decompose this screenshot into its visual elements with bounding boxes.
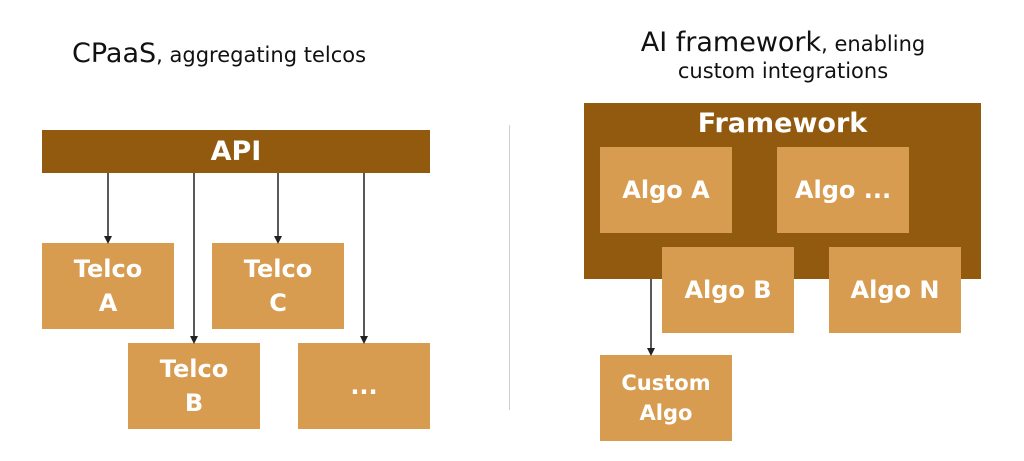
api-label: API — [210, 136, 262, 167]
telco-c-line1: Telco — [243, 255, 313, 283]
cpaas-title-main: CPaaS — [72, 38, 157, 69]
telco-c-line2: C — [269, 289, 287, 317]
algo-n-label: Algo N — [850, 276, 940, 304]
custom-algo-box: Custom Algo — [600, 355, 732, 441]
algo-b-label: Algo B — [684, 276, 772, 304]
telco-a-line2: A — [98, 289, 118, 317]
telco-b-line2: B — [184, 389, 204, 417]
algo-a-label: Algo A — [622, 176, 710, 204]
ai-framework-title-line2: custom integrations — [677, 59, 889, 83]
algo-ellipsis-box: Algo ... — [777, 147, 909, 233]
algo-b-box: Algo B — [662, 247, 794, 333]
custom-algo-line2: Algo — [639, 401, 693, 425]
more-telcos-box: ... — [298, 343, 430, 429]
telco-b-line1: Telco — [159, 355, 229, 383]
cpaas-title: CPaaS, aggregating telcos — [72, 40, 366, 69]
custom-algo-line1: Custom — [621, 371, 711, 395]
ai-framework-title-main: AI framework — [640, 27, 822, 58]
ai-framework-title-rest: , enabling — [821, 32, 926, 56]
algo-ellipsis-label: Algo ... — [794, 176, 892, 204]
center-divider — [509, 125, 510, 410]
more-telcos-label: ... — [350, 372, 378, 400]
ai-framework-title-line1: AI framework, enabling — [618, 29, 948, 58]
telco-b-box: Telco B — [128, 343, 260, 429]
ai-framework-title: AI framework, enabling custom integratio… — [618, 29, 948, 84]
algo-a-box: Algo A — [600, 147, 732, 233]
cpaas-title-rest: , aggregating telcos — [156, 43, 367, 67]
framework-label: Framework — [697, 108, 868, 139]
telco-a-line1: Telco — [73, 255, 143, 283]
algo-n-box: Algo N — [829, 247, 961, 333]
telco-c-box: Telco C — [212, 243, 344, 329]
telco-a-box: Telco A — [42, 243, 174, 329]
api-bar: API — [42, 130, 430, 173]
